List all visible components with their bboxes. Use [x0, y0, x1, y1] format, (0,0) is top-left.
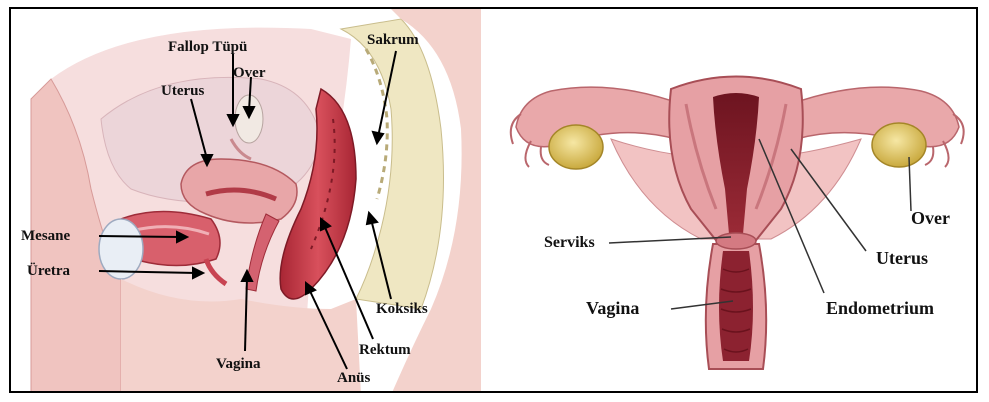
label-vagina-right: Vagina: [586, 299, 639, 317]
label-uterus-left: Uterus: [161, 84, 204, 99]
label-ovary-right: Over: [911, 209, 950, 227]
label-urethra: Üretra: [27, 264, 70, 279]
label-rectum: Rektum: [359, 343, 411, 358]
label-coccyx: Koksiks: [376, 302, 428, 317]
label-fallop-tube: Fallop Tüpü: [168, 40, 247, 55]
frontal-illustration: [491, 9, 976, 393]
label-bladder: Mesane: [21, 229, 70, 244]
figure-frame: Fallop Tüpü Over Uterus Sakrum Mesane Ür…: [9, 7, 978, 393]
label-ovary-left: Over: [233, 66, 265, 81]
frontal-uterus-diagram: Over Uterus Serviks Vagina Endometrium: [491, 9, 976, 391]
label-cervix: Serviks: [544, 235, 595, 251]
label-sacrum: Sakrum: [367, 33, 419, 48]
label-endometrium: Endometrium: [826, 299, 934, 317]
label-vagina-left: Vagina: [216, 357, 260, 372]
sagittal-section-diagram: Fallop Tüpü Over Uterus Sakrum Mesane Ür…: [11, 9, 481, 391]
label-anus: Anüs: [337, 371, 370, 386]
label-uterus-right: Uterus: [876, 249, 928, 267]
